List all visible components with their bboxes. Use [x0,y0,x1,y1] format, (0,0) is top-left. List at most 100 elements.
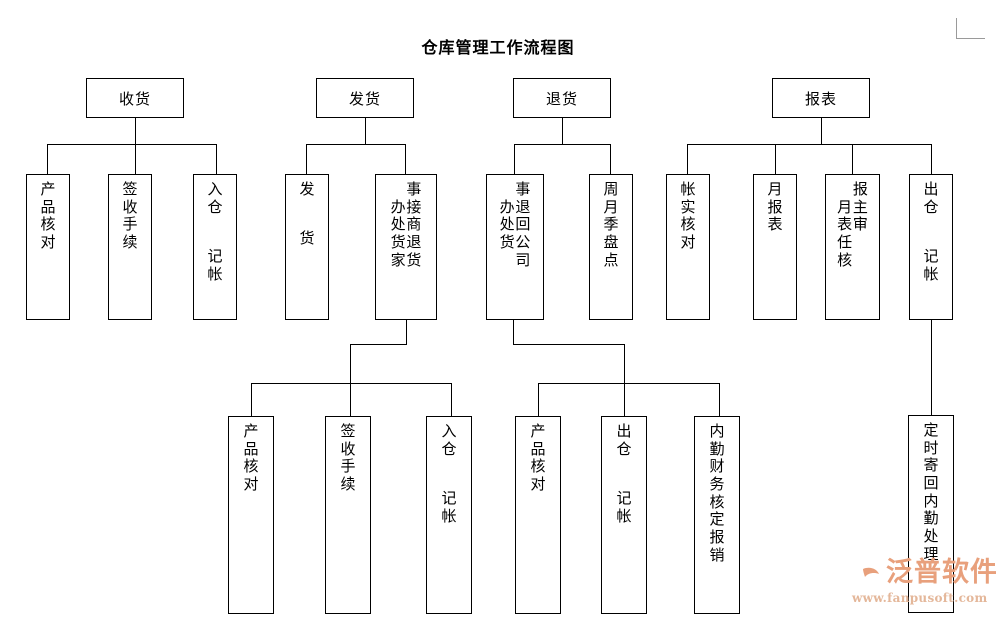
vertical-text-char: 续 [340,475,356,494]
vertical-text-column: 周月季盘点 [603,180,619,269]
connector-returns-drop-1 [514,144,515,174]
node-receiving-inbound-record[interactable]: 入仓 记帐 [193,174,237,320]
vertical-text-char: 入 [207,180,223,198]
vertical-text-column: 月报表 [767,180,783,234]
node-receiving-product-check[interactable]: 产品核对 [26,174,70,320]
vertical-text-char: 报 [767,197,783,216]
page-corner-mark [956,18,985,39]
connector-returns-sub-stem-down-2 [624,344,625,383]
connector-reports-stem [821,118,822,144]
vertical-text-char: 务 [709,475,725,494]
vertical-text-char: 商 [406,215,422,234]
connector-returns-drop-2 [610,144,611,174]
vertical-text-column: 签收手续 [122,180,138,252]
vertical-text-char [923,216,939,248]
vertical-text-char: 盘 [603,233,619,252]
vertical-text-char: 仓 [923,197,939,216]
node-reports-monthly-report[interactable]: 月报表 [753,174,797,320]
connector-returns-sub-bus [538,383,720,384]
vertical-text-char: 退 [515,197,531,216]
vertical-text-char [207,216,223,248]
vertical-text-char: 接 [406,197,422,216]
vertical-text-column: 出仓 记帐 [923,180,939,283]
vertical-text-char: 签 [122,180,138,198]
vertical-text-char: 手 [340,457,356,476]
page-title: 仓库管理工作流程图 [421,38,575,57]
vertical-text-char: 理 [923,544,939,563]
connector-shipping-sub-bus [251,383,451,384]
node-returns-sub-outbound-record[interactable]: 出仓 记帐 [601,416,647,614]
vertical-text-column: 产品核对 [40,180,56,252]
vertical-text-char: 月 [767,180,783,198]
node-reports-outbound-record[interactable]: 出仓 记帐 [909,174,953,320]
vertical-text-char: 处 [923,527,939,546]
connector-reports-drop-3 [852,144,853,174]
node-shipping-dispatch[interactable]: 发 货 [285,174,329,320]
vertical-text-char: 办 [390,197,406,216]
node-root-returns[interactable]: 退货 [513,78,611,118]
vertical-text-char: 定 [923,421,939,439]
connector-receiving-drop-1 [47,144,48,174]
connector-shipping-sub-stem-down-2 [350,344,351,383]
connector-reports-bus [687,144,932,145]
vertical-text-char: 核 [837,250,853,269]
vertical-text-column-right: 报主审 [852,180,869,234]
node-reports-sub-scheduled-mailback[interactable]: 定时寄回内勤处理 [908,415,954,613]
connector-returns-sub-drop-2 [624,383,625,416]
vertical-text-char: 记 [441,488,457,507]
connector-reports-drop-4 [931,144,932,174]
vertical-text-char [441,458,457,490]
vertical-text-char: 品 [40,197,56,216]
vertical-text-char: 签 [340,422,356,440]
vertical-text-column: 出仓 记帐 [616,422,632,525]
vertical-text-char: 对 [680,233,696,252]
vertical-text-column: 入仓 记帐 [207,180,223,283]
node-shipping-sub-signoff[interactable]: 签收手续 [325,416,371,614]
node-returns-inventory-count[interactable]: 周月季盘点 [589,174,633,320]
vertical-text-char: 销 [709,545,725,564]
vertical-text-char: 核 [709,492,725,511]
vertical-text-char: 核 [40,215,56,234]
vertical-text-column-right: 事退回公司 [515,180,531,269]
vertical-text-char: 入 [441,422,457,440]
vertical-text-char: 货 [299,229,315,248]
node-returns-sub-finance-reimbursement[interactable]: 内勤财务核定报销 [694,416,740,614]
vertical-text-column: 签收手续 [340,422,356,494]
node-root-reports[interactable]: 报表 [772,78,870,118]
node-root-shipping[interactable]: 发货 [316,78,414,118]
vertical-text-char: 货 [406,250,422,269]
node-reports-supervisor-review[interactable]: 报主审 月表任核 [825,174,880,320]
node-shipping-sub-product-check[interactable]: 产品核对 [228,416,274,614]
vertical-text-column: 入仓 记帐 [441,422,457,525]
connector-receiving-drop-3 [216,144,217,174]
vertical-text-char: 出 [923,180,939,198]
node-returns-company-return-handling[interactable]: 事退回公司 办处货 [486,174,544,320]
vertical-text-column: 内勤财务核定报销 [709,422,725,565]
node-reports-ledger-check[interactable]: 帐实核对 [666,174,710,320]
vertical-text-char: 帐 [680,180,696,198]
connector-shipping-sub-drop-1 [251,383,252,416]
vertical-text-char: 表 [767,215,783,234]
connector-returns-stem [562,118,563,144]
vertical-text-char: 主 [852,197,868,216]
connector-shipping-sub-jog [350,344,407,345]
vertical-text-char: 勤 [923,509,939,528]
node-returns-sub-product-check[interactable]: 产品核对 [515,416,561,614]
vertical-text-char: 月 [837,197,853,216]
vertical-text-char: 办 [499,197,515,216]
vertical-text-char: 处 [499,215,515,234]
vertical-text-char: 回 [515,215,531,234]
vertical-text-char: 回 [923,474,939,493]
node-shipping-sub-inbound-record[interactable]: 入仓 记帐 [426,416,472,614]
vertical-text-column-left: 月表任核 [837,181,853,269]
vertical-text-char: 核 [680,215,696,234]
connector-returns-sub-stem-down [513,320,514,344]
vertical-text-char: 寄 [923,456,939,475]
vertical-text-column-left: 办处货家 [390,181,406,269]
vertical-text-char: 发 [299,180,315,198]
node-shipping-merchant-return-handling[interactable]: 事接商退货 办处货家 [375,174,437,320]
node-root-receiving[interactable]: 收货 [86,78,184,118]
connector-returns-bus [514,144,611,145]
node-receiving-signoff[interactable]: 签收手续 [108,174,152,320]
